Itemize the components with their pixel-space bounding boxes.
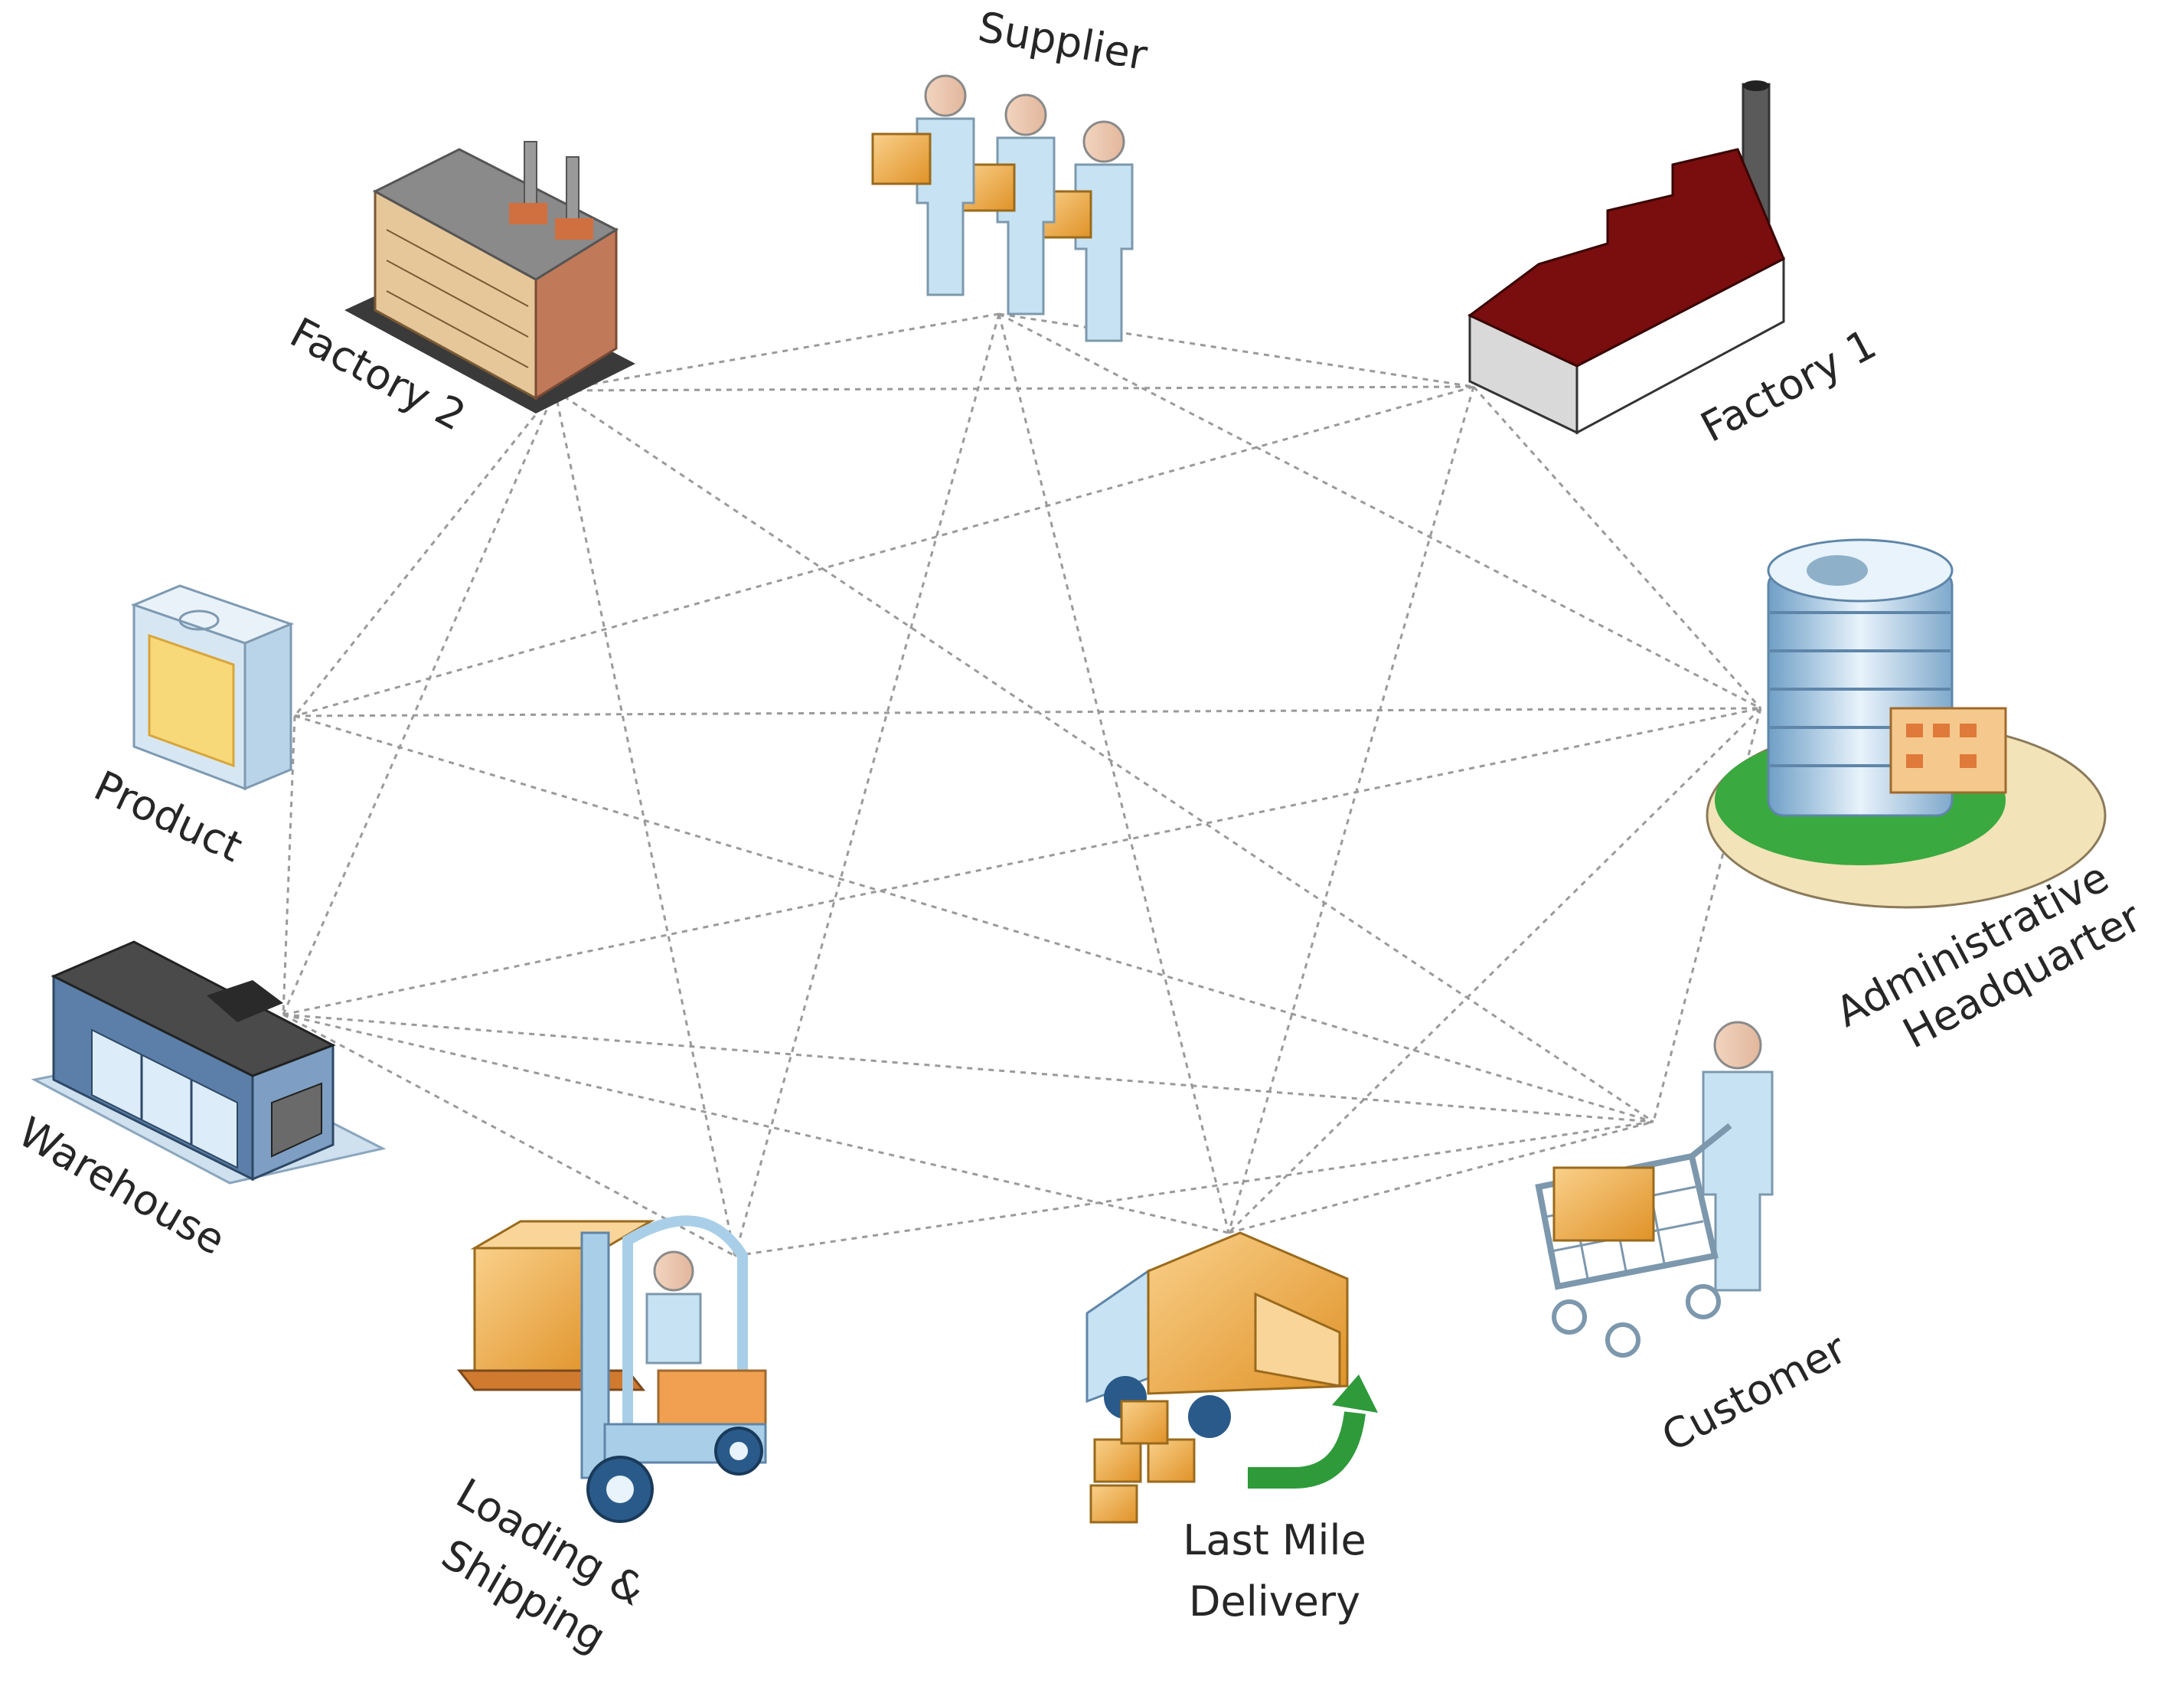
connection-line-lastmile-customer — [1228, 1120, 1654, 1234]
connection-line-factory2-customer — [554, 389, 1654, 1123]
factory2-icon — [344, 141, 635, 413]
product-icon — [130, 584, 295, 791]
headquarter-node[interactable]: Administrative Headquarter — [1706, 538, 2150, 1058]
headquarter-icon — [1706, 538, 2107, 909]
connection-line-supplier-lastmile — [997, 313, 1230, 1234]
connection-line-factory2-warehouse — [282, 390, 557, 1015]
lastmile-node[interactable]: Last Mile Delivery — [1085, 1231, 1378, 1626]
factory1-node[interactable]: Factory 1 — [1467, 80, 1884, 452]
connection-line-supplier-headquarter — [998, 312, 1761, 710]
warehouse-icon — [31, 940, 387, 1185]
warehouse-node[interactable]: Warehouse — [11, 940, 387, 1264]
supplier-node[interactable]: Supplier — [871, 2, 1151, 342]
supplier-icon — [871, 74, 1134, 342]
customer-label: Customer — [1654, 1324, 1855, 1461]
connection-line-warehouse-headquarter — [282, 707, 1761, 1016]
supplier-label: Supplier — [974, 2, 1151, 80]
connection-line-factory1-product — [294, 385, 1474, 717]
customer-icon — [1535, 1021, 1774, 1358]
customer-node[interactable]: Customer — [1535, 1021, 1855, 1461]
connection-line-product-customer — [294, 714, 1654, 1123]
connection-line-factory1-headquarter — [1472, 386, 1762, 709]
connection-line-loading-customer — [734, 1120, 1654, 1257]
connection-line-factory2-loading — [553, 390, 736, 1257]
connection-line-supplier-loading — [733, 313, 1001, 1257]
connection-line-warehouse-customer — [282, 1013, 1654, 1123]
connection-line-factory2-product — [293, 390, 557, 717]
product-node[interactable]: Product — [87, 584, 295, 871]
connection-line-product-warehouse — [282, 715, 296, 1015]
connection-lines — [282, 312, 1762, 1257]
loading-node[interactable]: Loading & Shipping — [433, 1215, 767, 1662]
connection-line-headquarter-customer — [1652, 708, 1762, 1123]
lastmile-label-line1: Last Mile — [1183, 1516, 1366, 1564]
connection-line-warehouse-lastmile — [282, 1013, 1229, 1234]
factory2-node[interactable]: Factory 2 — [282, 141, 635, 440]
connection-line-supplier-factory1 — [998, 312, 1474, 388]
forklift-icon — [456, 1215, 767, 1523]
factory1-icon — [1467, 80, 1785, 435]
connection-line-supplier-factory2 — [554, 312, 1000, 392]
connection-line-factory1-lastmile — [1227, 386, 1475, 1234]
connection-line-product-headquarter — [294, 707, 1761, 717]
connection-line-factory2-factory1 — [554, 385, 1474, 392]
lastmile-label-line2: Delivery — [1189, 1577, 1360, 1626]
delivery-truck-icon — [1085, 1231, 1378, 1524]
connection-line-headquarter-lastmile — [1227, 707, 1762, 1234]
